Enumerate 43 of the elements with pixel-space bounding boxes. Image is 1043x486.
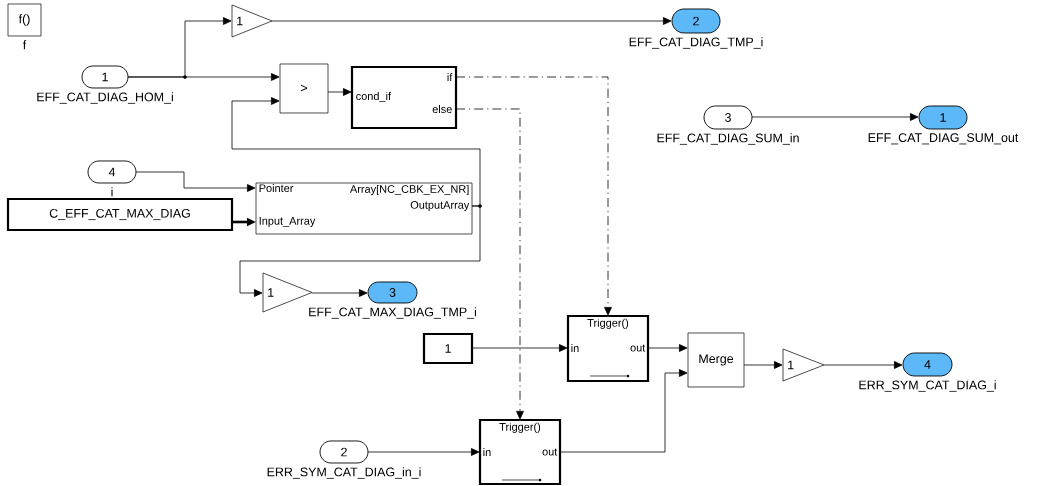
arrow — [559, 369, 688, 453]
port-label: EFF_CAT_DIAG_SUM_in — [657, 133, 799, 145]
inport-pill: 4 — [87, 160, 137, 184]
arrow — [239, 205, 481, 297]
port-label: ERR_SYM_CAT_DIAG_in_i — [267, 467, 421, 479]
arrow — [455, 108, 524, 420]
arrow — [127, 73, 280, 81]
gain-triangle: 1 — [782, 348, 825, 382]
arrow — [743, 361, 783, 369]
port-label: EFF_CAT_DIAG_HOM_i — [37, 92, 173, 104]
constant-block: C_EFF_CAT_MAX_DIAG — [6, 197, 234, 232]
arrow — [327, 88, 352, 96]
outport-pill: 4 — [902, 352, 953, 377]
function-block: f() — [7, 3, 42, 37]
outport-pill: 1 — [918, 105, 968, 130]
arrow — [823, 361, 903, 369]
arrow — [455, 76, 612, 316]
port-label: ERR_SYM_CAT_DIAG_i — [859, 380, 996, 392]
merge-block: Merge — [687, 332, 745, 388]
trigger-block: Trigger() in out — [478, 418, 562, 486]
arrow — [471, 344, 568, 352]
arrow — [367, 448, 480, 456]
constant-block: 1 — [422, 332, 474, 365]
outport-pill: 2 — [671, 8, 721, 34]
if-block: cond_if if else — [350, 65, 458, 130]
port-label: EFF_CAT_DIAG_TMP_i — [629, 37, 763, 49]
arrow — [751, 113, 919, 121]
arrow — [311, 289, 368, 297]
inport-pill: 3 — [703, 105, 753, 130]
port-label: EFF_CAT_DIAG_SUM_out — [868, 133, 1019, 145]
port-label: f — [22, 40, 27, 50]
arrow — [647, 344, 688, 352]
inport-pill: 1 — [81, 65, 129, 89]
trigger-block: Trigger() in out — [566, 314, 650, 383]
inport-pill: 2 — [319, 440, 369, 464]
operator-block: > — [279, 63, 329, 114]
arrow — [231, 97, 481, 207]
gain-triangle: 1 — [231, 4, 273, 38]
selector-block: Pointer Array[NC_CBK_EX_NR] OutputArray Input_Array — [255, 182, 473, 235]
port-label: i — [111, 187, 113, 197]
arrow — [135, 171, 256, 192]
arrow — [271, 17, 672, 25]
outport-pill: 3 — [367, 281, 418, 304]
